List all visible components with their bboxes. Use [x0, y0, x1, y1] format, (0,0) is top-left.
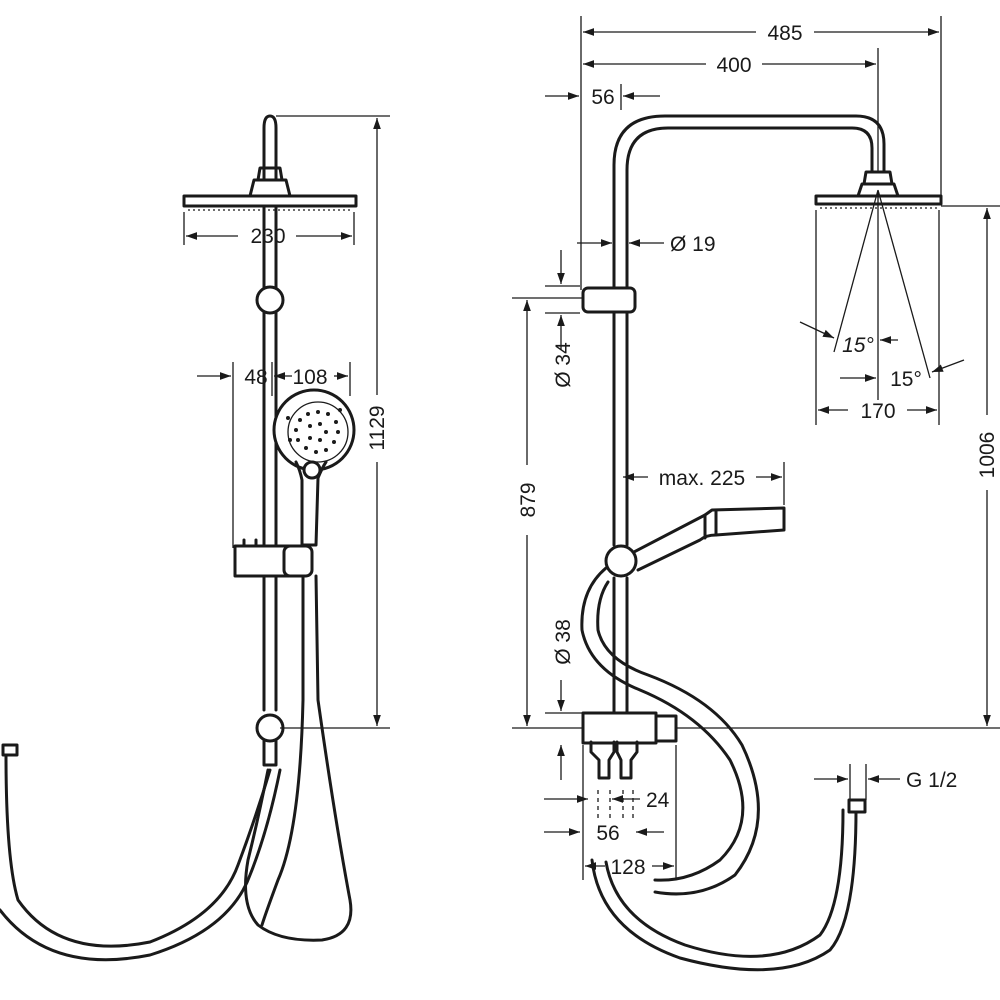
- side-hand-joint: [703, 508, 718, 540]
- inlet-right: [615, 740, 639, 780]
- mixer-body: [581, 711, 658, 745]
- front-view: [0, 114, 358, 962]
- dim-38-label: Ø 38: [552, 619, 575, 665]
- dim-128-label: 128: [610, 856, 645, 879]
- dim-230-label: 230: [250, 225, 285, 248]
- handle-joint: [302, 460, 322, 480]
- dim-56-label: 56: [591, 86, 614, 109]
- supply-hose: [4, 753, 272, 948]
- dim-879-ext: [512, 297, 582, 729]
- inlet-centerlines: [597, 790, 634, 820]
- dim-1006-ext: [676, 205, 1000, 729]
- holder-knob: [242, 538, 258, 548]
- dim-485-ext: [580, 16, 942, 290]
- dim-170-label: 170: [860, 400, 895, 423]
- side-supply-hose: [590, 808, 858, 972]
- dim-15a-arrow-left: [799, 321, 835, 339]
- dim-108-label: 108: [292, 366, 327, 389]
- side-hand-shower: [632, 506, 786, 572]
- supply-hose-inner: [0, 768, 282, 962]
- side-slider: [604, 544, 638, 578]
- head-mount: [248, 178, 292, 198]
- dim-1129-label: 1129: [366, 405, 389, 450]
- dim-48-ext: [232, 362, 351, 548]
- dim-34-label: Ø 34: [552, 342, 575, 388]
- hand-spray-face: [287, 401, 349, 463]
- dim-g12-label: G 1/2: [906, 769, 957, 792]
- overhead-shower-head: [182, 194, 358, 208]
- rail: [262, 203, 278, 712]
- dim-56b-label: 56: [596, 822, 619, 845]
- side-rail: [612, 308, 629, 714]
- hose-end: [1, 743, 19, 757]
- spray-lines: [833, 189, 931, 400]
- dim-24-label: 24: [646, 789, 670, 812]
- dim-1006-label: 1006: [976, 432, 999, 479]
- rail-ball: [255, 285, 285, 315]
- dim-19-label: Ø 19: [670, 233, 716, 256]
- dim-485-label: 485: [767, 22, 802, 45]
- dim-225-label: max. 225: [659, 467, 745, 490]
- dim-230-ext: [183, 212, 355, 245]
- hand-spray-dots: [286, 408, 342, 454]
- dim-48-label: 48: [244, 366, 267, 389]
- dim-15a-label: 15°: [842, 334, 874, 357]
- side-hose-loop: [580, 566, 760, 896]
- mixer-handle: [654, 714, 678, 743]
- front-dimensions: 230 48 108 1129: [183, 115, 390, 729]
- lower-connector: [255, 713, 285, 743]
- dim-15b-arrow-right: [931, 359, 965, 373]
- dim-128-ext: [582, 745, 677, 880]
- dim-170-ext: [815, 210, 940, 425]
- hand-hose: [244, 574, 353, 942]
- dim-400-label: 400: [716, 54, 751, 77]
- hand-holder: [282, 544, 314, 578]
- side-holder: [581, 286, 637, 314]
- dim-1129-ext: [276, 115, 390, 729]
- connector-stem: [262, 739, 278, 767]
- slider-holder: [233, 544, 291, 578]
- rail-top: [262, 114, 278, 182]
- side-head-neck: [862, 170, 894, 186]
- dim-34-ext: [545, 285, 580, 314]
- side-view: [580, 114, 943, 972]
- side-dimensions: 485 400 56 Ø 19 Ø 34 879 max. 225: [512, 16, 1000, 880]
- hand-shower-handle: [294, 460, 328, 547]
- head-neck: [256, 166, 284, 182]
- side-hose-end: [847, 798, 867, 814]
- inlet-left: [589, 740, 616, 780]
- dim-879-label: 879: [517, 482, 540, 517]
- shower-arm: [612, 114, 886, 292]
- dim-g12-ext: [849, 764, 867, 800]
- dim-15b-label: 15°: [890, 368, 922, 391]
